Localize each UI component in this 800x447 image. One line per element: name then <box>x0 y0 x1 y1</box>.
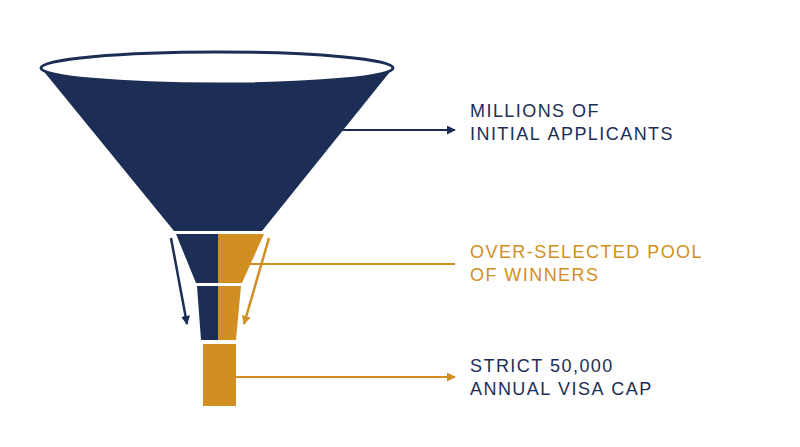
stage-label: OVER-SELECTED POOL OF WINNERS <box>470 241 711 287</box>
leader-arrow <box>341 129 455 131</box>
funnel-middle-left <box>176 234 218 283</box>
funnel-neck-right <box>218 286 241 340</box>
funnel-neck-left <box>197 286 218 340</box>
leader-line <box>250 263 455 265</box>
leader-arrow <box>236 376 455 378</box>
funnel-stem <box>203 344 236 406</box>
funnel-cone <box>41 68 393 231</box>
flow-arrow <box>171 238 187 324</box>
flow-arrow-halo <box>244 238 269 324</box>
funnel-opening <box>41 52 393 84</box>
funnel-separator <box>174 231 264 234</box>
flow-arrow <box>244 238 269 324</box>
flow-arrow-halo <box>171 238 187 324</box>
stage-label: STRICT 50,000 ANNUAL VISA CAP <box>470 355 664 401</box>
stage-label: MILLIONS OF INITIAL APPLICANTS <box>470 100 676 146</box>
